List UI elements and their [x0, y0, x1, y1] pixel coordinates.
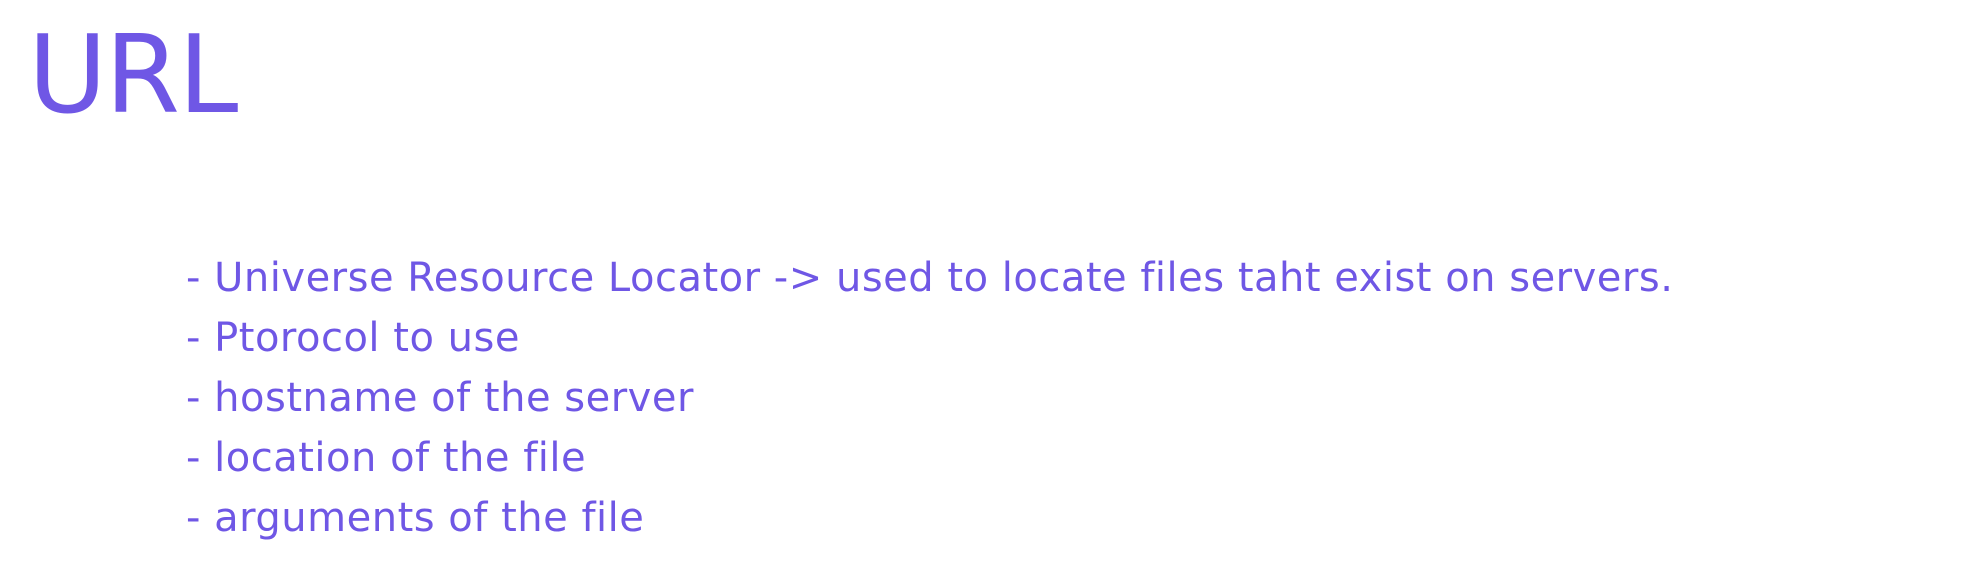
- note-item: - location of the file: [186, 435, 587, 481]
- note-item: - Universe Resource Locator -> used to l…: [186, 255, 1674, 301]
- note-item: - Ptorocol to use: [186, 315, 520, 361]
- note-item: - arguments of the file: [186, 495, 645, 541]
- notes-list: - Universe Resource Locator -> used to l…: [186, 248, 1673, 548]
- note-item: - hostname of the server: [186, 375, 694, 421]
- page-title: URL: [28, 13, 238, 138]
